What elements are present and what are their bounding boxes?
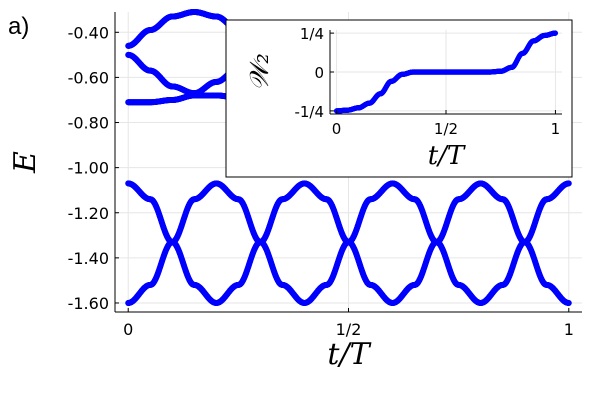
main-y-axis-label: E <box>8 151 43 174</box>
y-tick-label: -0.40 <box>68 23 109 42</box>
y-tick-label: -1.40 <box>68 249 109 268</box>
data-point <box>565 180 572 187</box>
y-tick-label: -1.00 <box>68 159 109 178</box>
x-tick-label: 0 <box>123 320 133 339</box>
main-x-axis-label: t/T <box>327 337 371 372</box>
x-tick-label: 1 <box>564 320 574 339</box>
panel-label: a) <box>8 13 29 40</box>
inset-frame <box>225 19 573 178</box>
series-4 <box>125 180 572 306</box>
main-y-ticks: -0.40 -0.60 -0.80 -1.00 -1.20 -1.40 -1.60 <box>68 23 119 313</box>
y-tick-label: -1.60 <box>68 294 109 313</box>
y-tick-label: -0.60 <box>68 68 109 87</box>
y-tick-label: -0.80 <box>68 114 109 133</box>
data-point <box>565 299 572 306</box>
y-tick-label: -1.20 <box>68 204 109 223</box>
